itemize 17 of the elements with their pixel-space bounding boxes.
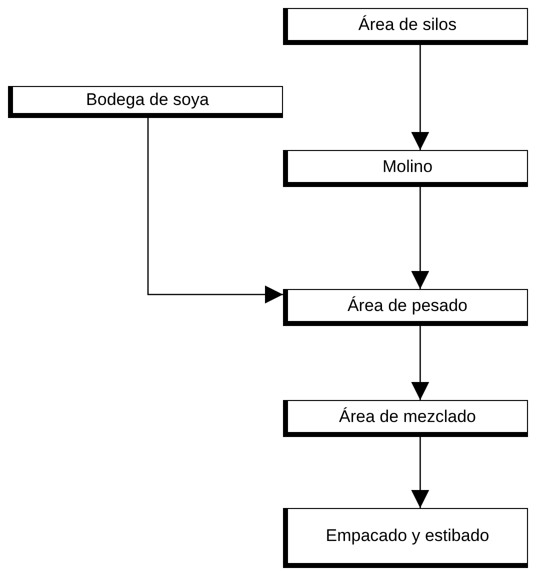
arrow [411, 187, 430, 289]
process-box [283, 150, 528, 187]
process-box [283, 289, 528, 326]
process-box [283, 400, 528, 437]
box-label: Molino [381, 156, 434, 178]
arrow [411, 326, 430, 400]
arrow [411, 437, 430, 508]
box-label: Área de mezclado [338, 406, 478, 428]
process-box [283, 8, 528, 45]
box-label: Área de silos [357, 14, 458, 36]
process-box [283, 508, 528, 568]
box-label: Área de pesado [346, 294, 469, 316]
arrow [147, 118, 283, 304]
box-label: Bodega de soya [85, 89, 210, 111]
process-box [8, 86, 283, 118]
arrow [411, 45, 430, 150]
box-label: Empacado y estibado [324, 525, 490, 547]
